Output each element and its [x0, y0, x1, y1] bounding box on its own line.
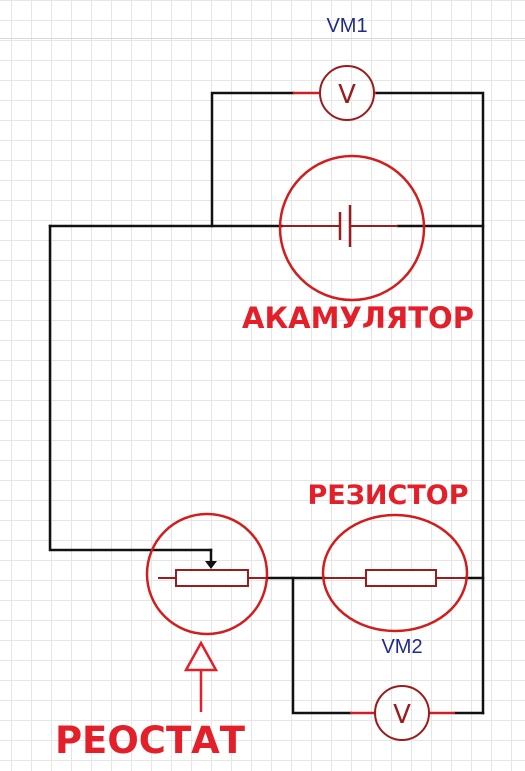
battery: АКАМУЛЯТОР	[242, 154, 474, 335]
vm1-label: VM1	[326, 15, 367, 37]
resistor-highlight-ring	[321, 513, 469, 633]
wire-vm1-right	[374, 91, 485, 715]
resistor-body	[365, 569, 437, 587]
vm1-circle	[319, 65, 375, 121]
voltmeter-vm1: V VM1	[293, 15, 376, 121]
vm2-circle	[374, 685, 430, 741]
rheostat-label: РЕОСТАТ	[55, 719, 246, 762]
resistor-label: РЕЗИСТОР	[308, 480, 469, 511]
wire-vm1-loop	[210, 91, 295, 228]
up-arrow-icon	[183, 640, 219, 672]
wire-vm2-left	[291, 576, 352, 715]
rheostat-highlight-ring	[145, 512, 269, 636]
vm1-v-glyph: V	[338, 80, 356, 110]
rheostat-annotation: РЕОСТАТ	[55, 640, 246, 762]
rheostat	[145, 512, 269, 636]
wire-left-vertical	[48, 224, 213, 552]
wires	[48, 91, 485, 715]
rheostat-wiper-arrow	[205, 561, 217, 569]
top-divider	[0, 38, 525, 39]
vm2-v-glyph: V	[393, 700, 411, 730]
resistor: РЕЗИСТОР	[308, 480, 469, 633]
voltmeter-vm2: V VM2	[350, 636, 455, 741]
battery-label: АКАМУЛЯТОР	[242, 301, 474, 335]
battery-highlight-ring	[278, 154, 426, 302]
vm2-label: VM2	[381, 636, 422, 658]
rheostat-body	[175, 569, 249, 587]
